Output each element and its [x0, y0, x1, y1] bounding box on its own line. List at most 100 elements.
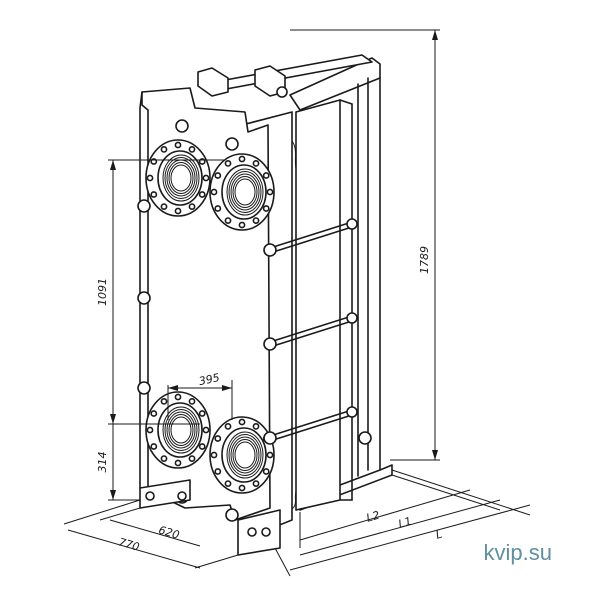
flange-bolt: [160, 397, 168, 405]
flange-bolt: [238, 221, 246, 229]
port-flange: [145, 139, 211, 217]
flange-bolt: [210, 451, 218, 459]
port-ring: [164, 157, 198, 199]
tie-rod: [269, 409, 353, 437]
flange-bolt: [174, 459, 182, 467]
top-guide-bar: [197, 54, 373, 98]
flange-bolt: [214, 205, 222, 212]
flange-bolt: [160, 145, 168, 153]
port-ring: [166, 411, 196, 449]
flange-bolt: [224, 480, 232, 487]
flange-bolt: [252, 422, 260, 430]
flange-bolt: [150, 443, 158, 450]
tie-rod: [269, 315, 353, 343]
dim-label-l: L: [434, 528, 443, 542]
port-ring: [234, 178, 256, 206]
dim-label-395: 395: [198, 371, 221, 388]
port-ring: [170, 164, 192, 192]
flange-bolt: [252, 217, 260, 224]
flange-bolt: [198, 191, 206, 198]
port-ring: [232, 176, 258, 208]
flange-bolt: [150, 410, 158, 417]
port-ring: [164, 409, 198, 451]
tie-rod-nut: [346, 312, 358, 324]
flange-bolt: [146, 174, 154, 182]
tie-rod: [269, 226, 353, 254]
frame-nut: [175, 119, 189, 133]
flange-bolt: [174, 141, 182, 149]
dim-label-l2: L2: [365, 509, 381, 525]
dim-label-770: 770: [117, 535, 141, 553]
frame-nut: [225, 137, 239, 151]
port-opening: [221, 164, 267, 220]
port-ring: [226, 168, 264, 216]
port-flange: [209, 153, 275, 231]
flange-bolt: [238, 155, 246, 163]
flange-bolt: [202, 426, 210, 434]
port-ring: [228, 171, 262, 213]
flange-bolt: [188, 203, 196, 210]
port-ring: [170, 416, 192, 444]
flange-bolt: [210, 188, 218, 196]
port-ring: [162, 406, 200, 454]
flange-bolt: [224, 217, 232, 224]
port-flange: [145, 391, 211, 469]
port-ring: [234, 441, 256, 469]
dim-label-1789: 1789: [418, 246, 431, 274]
tie-rod: [269, 414, 353, 442]
port-ring: [168, 414, 194, 446]
port-flange: [209, 416, 275, 494]
frame-nut: [137, 291, 151, 305]
port-ring: [168, 162, 194, 194]
flange-bolt: [198, 443, 206, 450]
dim-label-620: 620: [157, 523, 181, 541]
port-ring: [228, 434, 262, 476]
flange-bolt: [160, 455, 168, 462]
tie-rod: [269, 320, 353, 348]
flange-bolt: [160, 203, 168, 210]
flange-bolt: [224, 159, 232, 167]
flange-bolt: [238, 484, 246, 492]
flange-bolt: [174, 393, 182, 401]
flange-bolt: [188, 397, 196, 405]
port-ring: [230, 173, 260, 211]
tie-rod-nut: [263, 243, 277, 257]
tie-rod-nut: [263, 337, 277, 351]
dim-label-1091: 1091: [96, 278, 109, 306]
flange-bolt: [214, 172, 222, 179]
flange-bolt: [198, 410, 206, 417]
frame-nut: [358, 431, 372, 445]
flange-bolt: [252, 159, 260, 167]
flange-bolt: [266, 188, 274, 196]
port-opening: [221, 427, 267, 483]
flange-bolt: [214, 468, 222, 475]
flange-bolt: [262, 172, 270, 179]
dim-label-314: 314: [96, 452, 109, 473]
frame-nut: [137, 199, 151, 213]
flange-bolt: [150, 191, 158, 198]
flange-bolt: [262, 205, 270, 212]
dim-label-l1: L1: [397, 515, 413, 531]
flange-bolt: [188, 455, 196, 462]
port-opening: [157, 402, 203, 458]
port-ring: [230, 436, 260, 474]
tie-rod: [269, 221, 353, 249]
flange-bolt: [214, 435, 222, 442]
tie-rod-nut: [263, 431, 277, 445]
flange-bolt: [188, 145, 196, 153]
port-opening: [157, 150, 203, 206]
dimension-lines: [63, 29, 531, 577]
port-flanges: [145, 139, 275, 494]
port-ring: [226, 431, 264, 479]
frame-nut: [225, 508, 239, 522]
tie-rod-nut: [346, 406, 358, 418]
flange-bolt: [146, 426, 154, 434]
flange-bolt: [238, 418, 246, 426]
port-ring: [162, 154, 200, 202]
base-foot: [139, 479, 281, 556]
frame-nut: [137, 381, 151, 395]
flange-bolt: [262, 468, 270, 475]
watermark-text: kvip.su: [483, 540, 552, 565]
flange-bolt: [266, 451, 274, 459]
